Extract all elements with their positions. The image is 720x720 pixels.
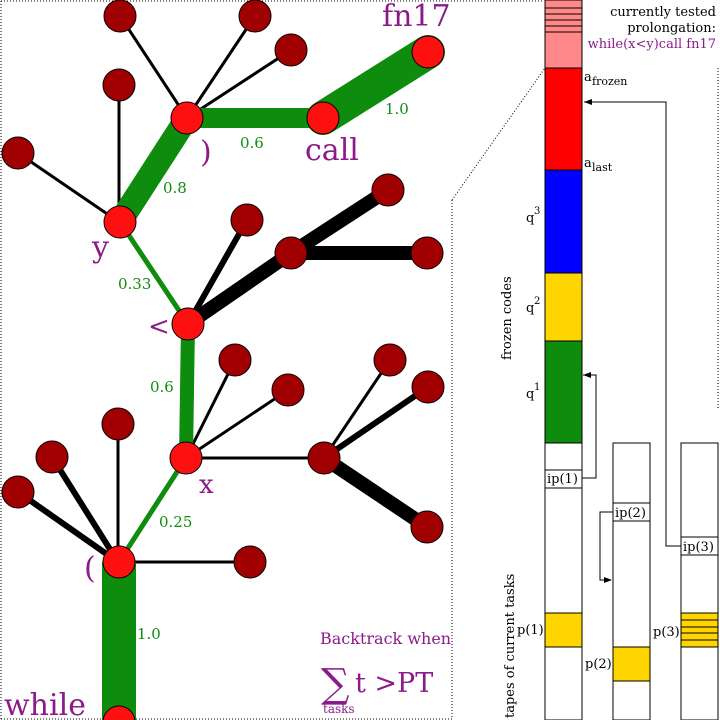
leaf-node: [238, 0, 272, 33]
backtrack-formula: t >PT: [355, 668, 433, 699]
ip2-label: ip(2): [615, 506, 646, 521]
token-fn17: fn17: [382, 0, 451, 34]
a-frozen-sub: frozen: [592, 75, 627, 88]
prolongation-text: while(x<y)call fn17: [588, 37, 716, 52]
section-labels: frozen codes tapes of current tasks: [500, 276, 518, 718]
p2-label: p(2): [585, 657, 612, 672]
node-fn17: [411, 35, 445, 69]
backtrack-annotation: Backtrack when ∑ t >PT tasks: [320, 629, 451, 716]
a-last-sub: last: [592, 161, 613, 174]
leaf-node: [233, 545, 267, 579]
prolongation-block: [544, 0, 583, 69]
p3-label: p(3): [653, 625, 680, 640]
header-line-2: prolongation:: [627, 21, 716, 36]
task2-tape: [612, 442, 651, 720]
p2-block: [612, 646, 651, 682]
node-y: [103, 205, 137, 239]
task1-tape: [544, 442, 583, 720]
q1-sup: 1: [534, 382, 540, 393]
a-frozen-base: a: [584, 70, 592, 85]
a-last-base: a: [584, 156, 592, 171]
leaf-node: [230, 203, 264, 237]
leaf-node: [411, 370, 445, 404]
side-branches: [15, 14, 434, 565]
token-less-than: <: [148, 312, 170, 342]
q3-sup: 3: [534, 206, 540, 217]
prob-close-call: 0.6: [240, 134, 264, 152]
edge-probabilities: 1.0 0.25 0.6 0.33 0.8 0.6 1.0: [118, 100, 409, 643]
leaf-node: [410, 510, 444, 544]
sum-symbol: ∑: [321, 661, 350, 707]
q2-sup: 2: [534, 296, 540, 307]
ip3-label: ip(3): [683, 540, 714, 555]
node-x: [169, 441, 203, 475]
leaf-node: [1, 475, 35, 509]
prob-call-fn17: 1.0: [385, 100, 409, 118]
prob-y-close: 0.8: [163, 179, 187, 197]
p1-block: [544, 612, 583, 648]
node-close-paren: [170, 101, 204, 135]
tape-markers: a frozen a last: [584, 70, 627, 174]
leaf-node: [307, 441, 341, 475]
leaf-node: [101, 407, 135, 441]
q1-base: q: [526, 387, 534, 402]
q3-base: q: [526, 211, 534, 226]
leaf-node: [274, 33, 308, 67]
leaf-node: [373, 343, 407, 377]
leaf-nodes: [1, 0, 445, 579]
header-line-1: currently tested: [610, 5, 716, 20]
leaf-node: [103, 0, 137, 33]
prolongation-header: currently tested prolongation: while(x<y…: [588, 5, 716, 52]
token-x: x: [199, 470, 214, 500]
q2-base: q: [526, 301, 534, 316]
path-nodes: [102, 35, 445, 720]
ip1-cell: [544, 469, 583, 489]
backtrack-text: Backtrack when: [320, 629, 451, 648]
node-less-than: [171, 307, 205, 341]
leaf-node: [1, 136, 35, 170]
q3-block: [544, 169, 583, 274]
token-close-paren: ): [200, 135, 212, 170]
node-while: [102, 705, 136, 720]
token-open-paren: (: [84, 551, 96, 586]
task3-tape: [680, 442, 719, 720]
leaf-node: [102, 68, 136, 102]
prob-open-x: 0.25: [159, 513, 192, 531]
arrow-heads: [583, 99, 612, 583]
node-open-paren: [102, 545, 136, 579]
red-code-block: [544, 67, 583, 171]
p3-block: [680, 612, 719, 648]
q2-block: [544, 272, 583, 342]
tapes-label: tapes of current tasks: [503, 574, 518, 718]
token-labels: while ( x < y ) call fn17: [4, 0, 451, 720]
leaf-node: [371, 173, 405, 207]
token-y: y: [91, 230, 109, 265]
frozen-codes-label: frozen codes: [500, 276, 515, 360]
leaf-node: [274, 236, 308, 270]
p-labels: p(1) p(2) p(3): [517, 623, 680, 672]
leaf-node: [271, 373, 305, 407]
prob-lt-y: 0.33: [118, 275, 151, 293]
prob-x-lt: 0.6: [150, 378, 174, 396]
ip1-label: ip(1): [547, 472, 578, 487]
leaf-node: [410, 236, 444, 270]
prob-while-open: 1.0: [137, 625, 161, 643]
q1-block: [544, 340, 583, 444]
main-tape: [544, 0, 583, 720]
p1-label: p(1): [517, 623, 544, 638]
sum-subscript: tasks: [323, 702, 355, 716]
leaf-node: [35, 440, 69, 474]
ip-labels: ip(1) ip(2) ip(3): [547, 472, 714, 555]
token-while: while: [4, 688, 86, 720]
q-labels: q 3 q 2 q 1: [526, 206, 540, 402]
chosen-path: [102, 35, 445, 720]
leaf-node: [218, 343, 252, 377]
token-call: call: [305, 133, 359, 168]
node-call: [306, 101, 340, 135]
